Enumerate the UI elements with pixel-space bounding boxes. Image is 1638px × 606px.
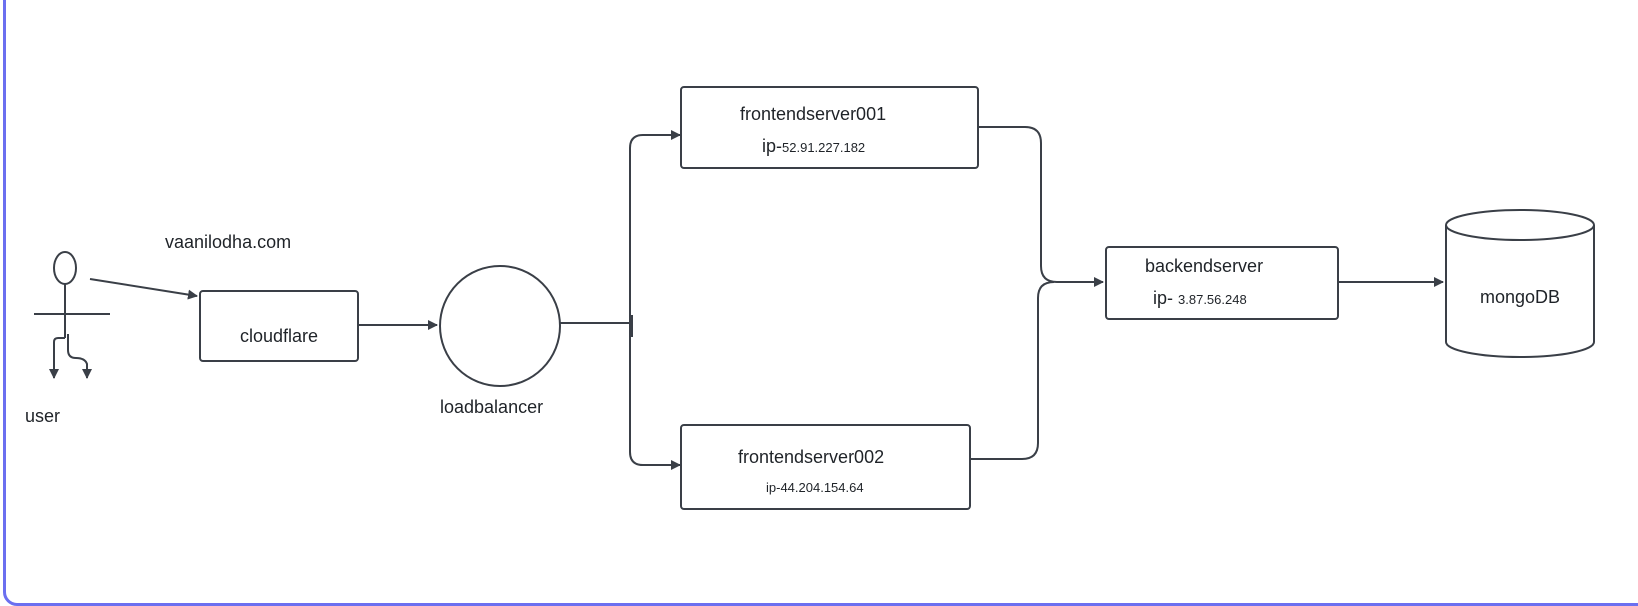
frontendserver002-box[interactable] <box>680 424 971 510</box>
ip-address: 52.91.227.182 <box>782 140 866 155</box>
backendserver-box[interactable] <box>1105 246 1339 320</box>
backendserver-name: backendserver <box>1145 256 1264 276</box>
cloudflare-box[interactable] <box>199 290 359 362</box>
loadbalancer-split-connector <box>560 130 681 470</box>
user-to-cloudflare-arrow <box>89 278 198 300</box>
ip-address: 3.87.56.248 <box>1178 292 1247 307</box>
frontend1-to-backend-arrow <box>978 126 1104 287</box>
ip-prefix: ip- <box>762 136 783 156</box>
user-actor-icon[interactable] <box>34 251 110 379</box>
frontendserver001-box[interactable] <box>680 86 979 169</box>
user-label: user <box>25 406 61 426</box>
frontendserver001-name: frontendserver001 <box>740 104 887 124</box>
frontendserver002-name: frontendserver002 <box>738 447 885 467</box>
ip-prefix: ip- <box>1153 288 1179 308</box>
loadbalancer-label: loadbalancer <box>440 397 544 417</box>
cloudflare-label: cloudflare <box>239 326 319 346</box>
mongodb-label: mongoDB <box>1479 287 1561 307</box>
backendserver-ip: ip- 3.87.56.248 <box>1153 289 1247 307</box>
database-cylinder-icon[interactable] <box>1445 209 1595 358</box>
domain-label: vaanilodha.com <box>165 232 292 252</box>
architecture-diagram <box>34 86 1595 510</box>
ip-address: 44.204.154.64 <box>780 480 864 495</box>
frontendserver001-ip: ip-52.91.227.182 <box>762 137 865 155</box>
ip-prefix: ip- <box>766 480 781 495</box>
frontend2-to-backend-arrow <box>970 281 1055 460</box>
frontendserver002-ip: ip-44.204.154.64 <box>766 481 864 494</box>
load-balancer-circle[interactable] <box>439 265 561 387</box>
